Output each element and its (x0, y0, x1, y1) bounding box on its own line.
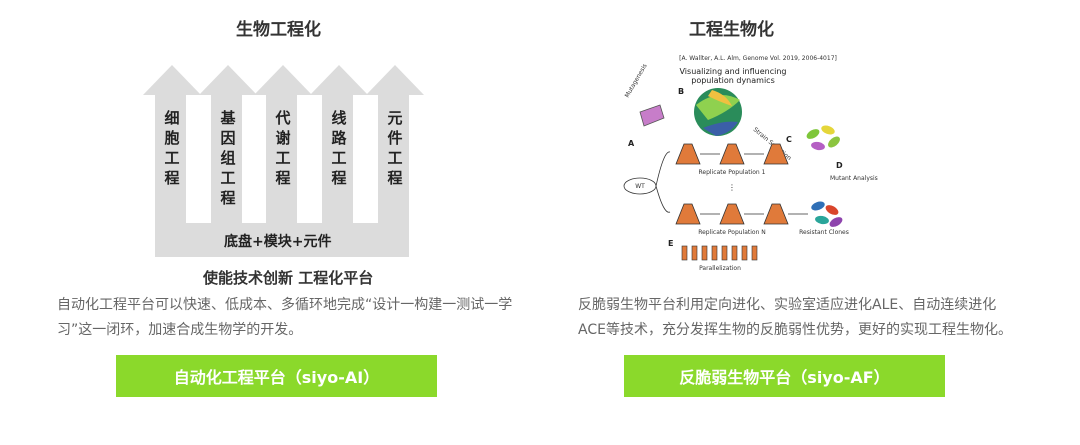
arrow-label-part: 元件工程 (387, 109, 403, 187)
right-description-1: 反脆弱生物平台利用定向进化、实验室适应进化ALE、自动连续进化 (578, 297, 997, 313)
left-title: 生物工程化 (236, 20, 321, 40)
resistant-clones-label: Resistant Clones (799, 229, 849, 236)
label-d: D (836, 161, 843, 170)
right-description-2: ACE等技术，充分发挥生物的反脆弱性优势，更好的实现工程生物化。 (578, 322, 1012, 338)
ellipsis-dots: ⋮ (728, 183, 736, 192)
evolution-figure: [A. Wallter, A.L. Alm, Genome Vol. 2019,… (623, 55, 878, 272)
arrow-1 (143, 65, 201, 255)
population-globe-icon (694, 88, 742, 136)
replicate-row-n (675, 203, 808, 225)
mutant-cells-icon (806, 125, 840, 151)
arrow-3 (254, 65, 312, 255)
figure-heading-1: Visualizing and influencing (680, 67, 787, 76)
arrow-label-circuit: 线路工程 (331, 109, 347, 187)
resistant-clones-icon (811, 201, 843, 227)
parallel-tubes-icon (681, 245, 758, 261)
label-c: C (786, 135, 792, 144)
replicate-1-label: Replicate Population 1 (699, 169, 766, 176)
label-a: A (628, 139, 635, 148)
base-label: 底盘+模块+元件 (224, 234, 332, 250)
right-title: 工程生物化 (689, 20, 774, 40)
siyo-ai-button[interactable]: 自动化工程平台（siyo-AI） (116, 355, 437, 397)
arrow-label-genome: 基因组工程 (220, 109, 236, 207)
mutagenesis-label: Mutagenesis (624, 63, 649, 99)
left-description-2: 习”这一闭环，加速合成生物学的开发。 (57, 322, 303, 338)
parallelization-label: Parallelization (699, 265, 741, 272)
base-bar (155, 223, 409, 257)
siyo-af-button[interactable]: 反脆弱生物平台（siyo-AF） (624, 355, 945, 397)
arrow-label-metabolic: 代谢工程 (275, 109, 291, 187)
label-b: B (678, 87, 684, 96)
mutant-analysis-label: Mutant Analysis (830, 175, 878, 182)
replicate-n-label: Replicate Population N (698, 229, 766, 236)
wt-label: WT (635, 183, 645, 190)
left-description-1: 自动化工程平台可以快速、低成本、多循环地完成“设计一构建一测试一学 (57, 297, 513, 313)
arrow-2 (199, 65, 257, 255)
arrow-5 (366, 65, 424, 255)
label-e: E (668, 239, 673, 248)
figure-citation: [A. Wallter, A.L. Alm, Genome Vol. 2019,… (679, 55, 837, 62)
figure-heading-2: population dynamics (691, 76, 774, 85)
mutagen-tube-icon (639, 104, 665, 127)
bioengineering-arrows-diagram (143, 65, 424, 257)
arrow-label-cell: 细胞工程 (164, 109, 180, 187)
replicate-row-1 (675, 143, 789, 165)
left-subtitle: 使能技术创新 工程化平台 (203, 269, 374, 287)
arrow-4 (310, 65, 368, 255)
